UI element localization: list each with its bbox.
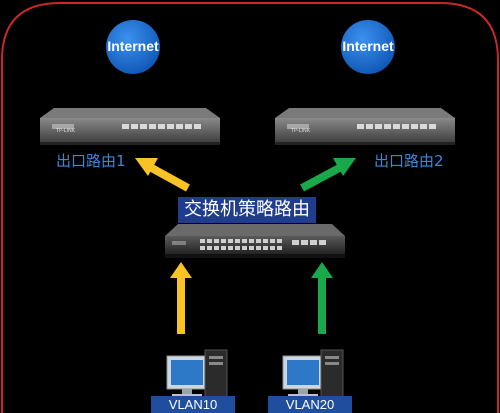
vlan-label-1: VLAN10 [151, 396, 235, 413]
arrow-icon [170, 262, 192, 334]
arrow-icon [135, 158, 190, 192]
globe-icon [106, 20, 160, 74]
arrow-icon [300, 158, 356, 192]
router-brand-1: TP-LINK [56, 128, 76, 134]
router-brand-2: TP-LINK [291, 128, 311, 134]
globe-icon [341, 20, 395, 74]
internet-label-1: Internet [107, 38, 159, 54]
computer-icon [282, 349, 344, 398]
arrow-icon [311, 262, 333, 334]
router-icon [40, 108, 220, 145]
switch-icon [165, 224, 345, 258]
router-label-2: 出口路由2 [374, 152, 444, 170]
internet-label-2: Internet [342, 38, 394, 54]
switch-label: 交换机策略路由 [178, 197, 316, 223]
router-label-1: 出口路由1 [56, 152, 126, 170]
router-icon [275, 108, 455, 145]
computer-icon [166, 349, 228, 398]
vlan-label-2: VLAN20 [268, 396, 352, 413]
